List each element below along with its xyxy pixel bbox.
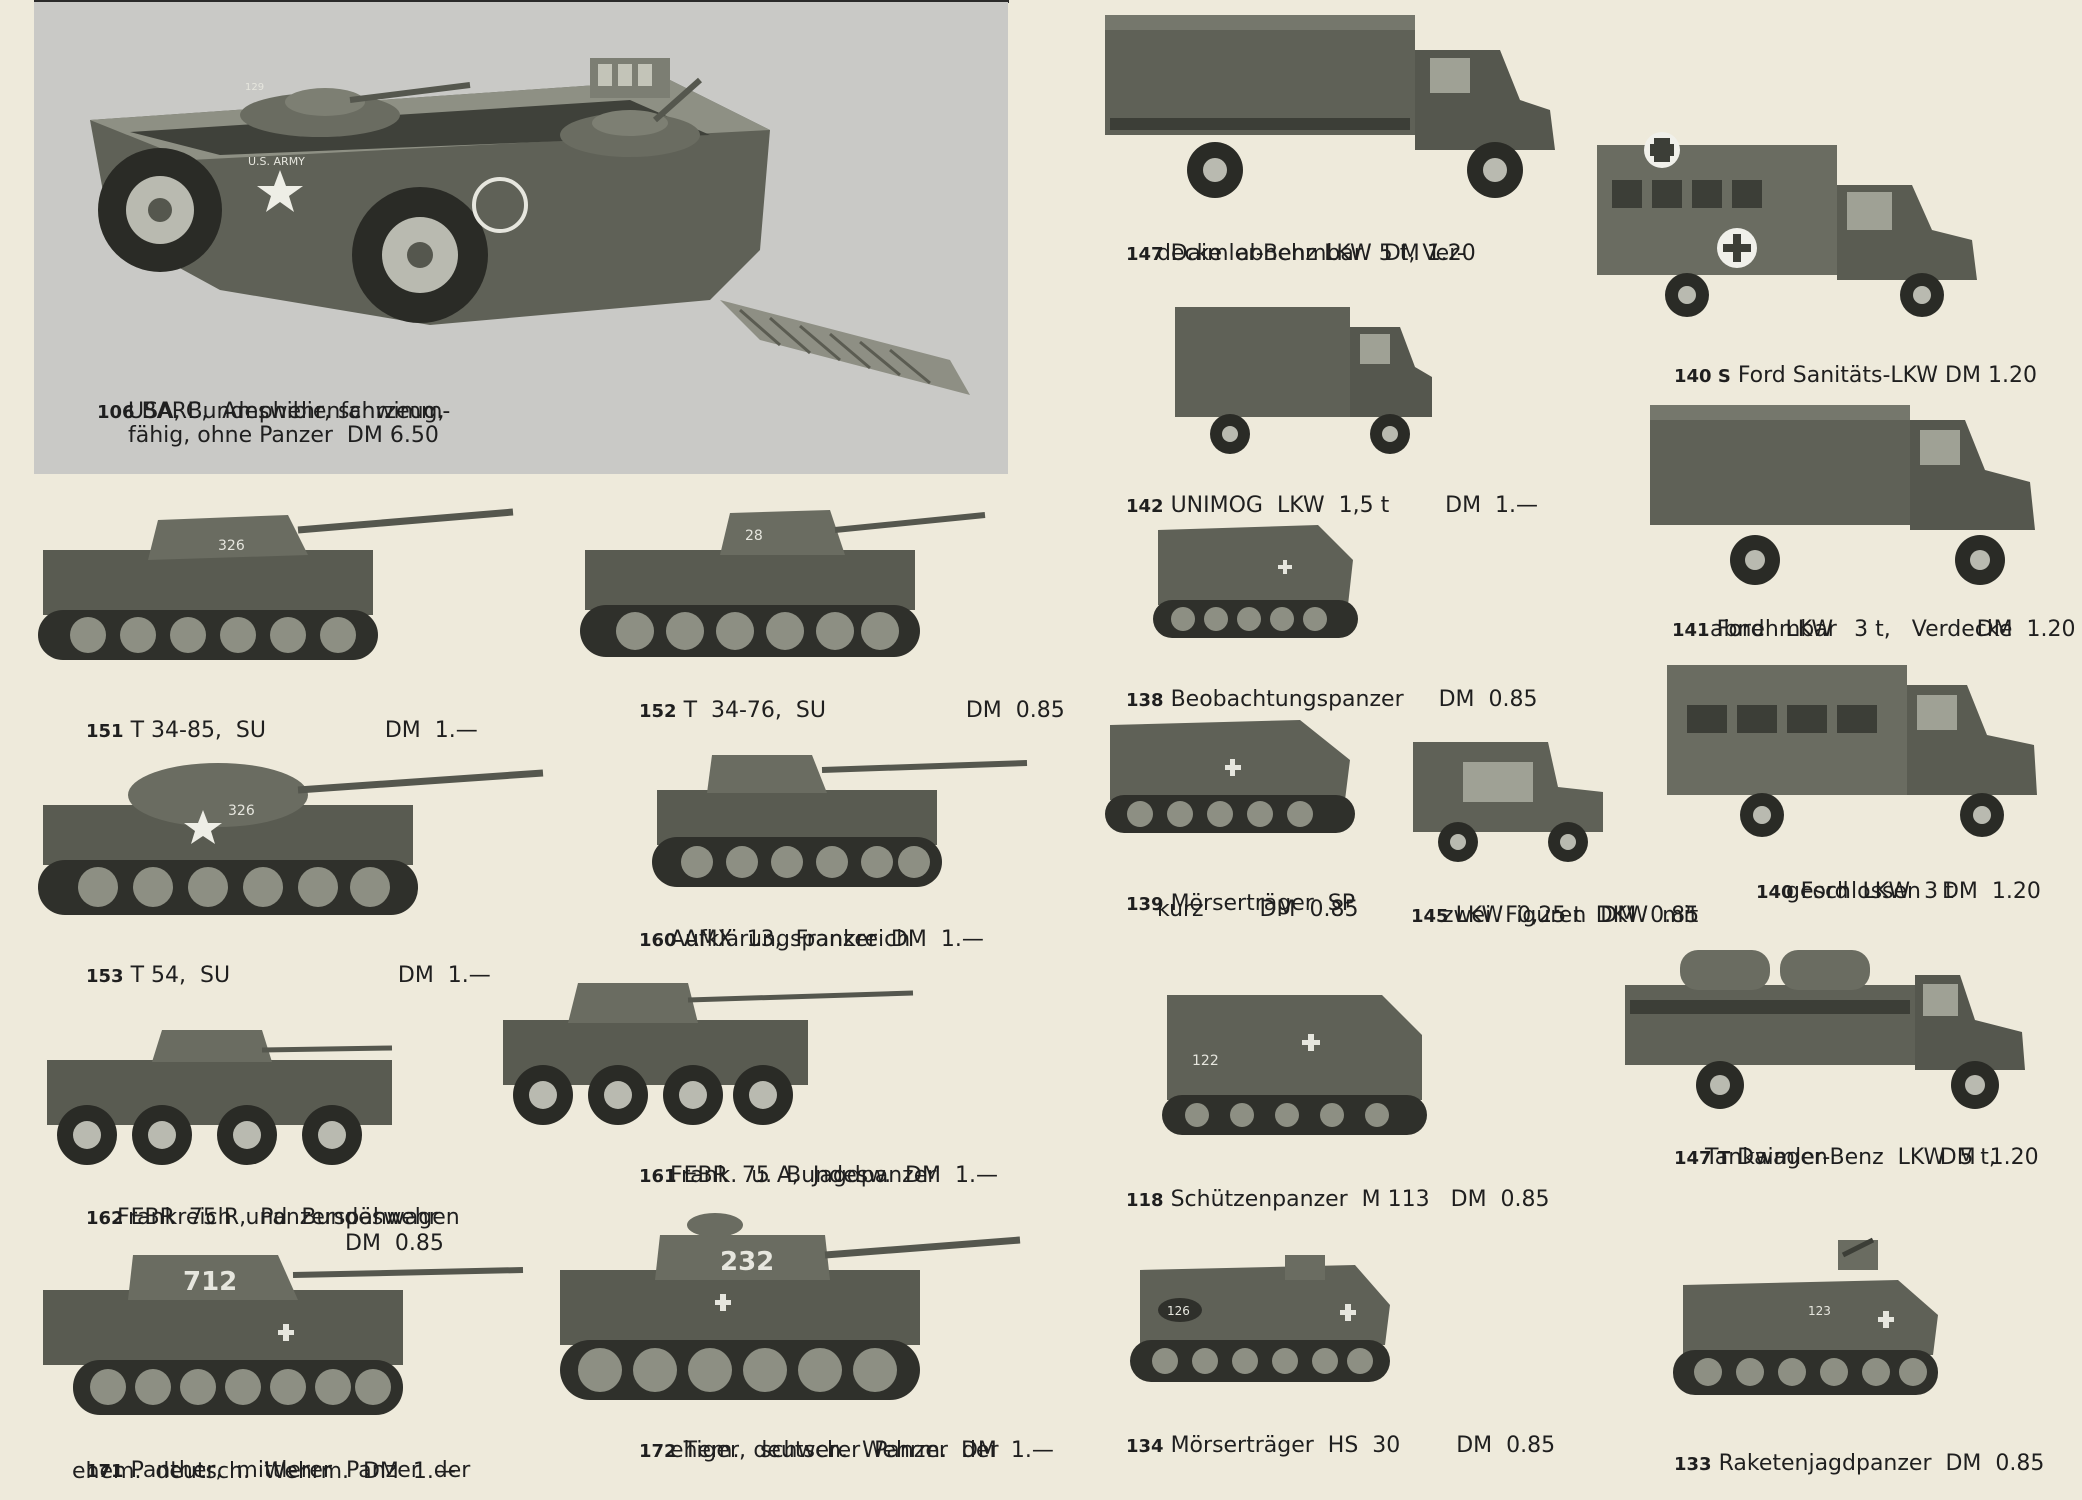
caption-141: 141 Ford LKW 3 t, Verdecke [1672,617,2013,642]
ebr-75a-image [498,975,918,1135]
caption-138: 138 Beobachtungspanzer DM 0.85 [1126,687,1538,712]
caption-171: 171 Panther, mittlerer Panzer der [86,1458,471,1483]
hs30-image: 126 [1125,1250,1395,1390]
caption-134: 134 Mörserträger HS 30 DM 0.85 [1126,1433,1556,1458]
caption-172-line2: ehem. deutsch. Wehrm. DM 1.— [670,1438,1054,1463]
tiger-number: 232 [720,1247,774,1277]
caption-118: 118 Schützenpanzer M 113 DM 0.85 [1126,1187,1550,1212]
caption-147t-line2: Tankwagen DM 1.20 [1705,1145,2039,1170]
panther-tank-image: 712 [38,1245,528,1425]
caption-160: 160 AMX 13, Frankreich [639,927,911,952]
daimler-benz-truck-image [1100,10,1560,200]
caption-140s: 140 S Ford Sanitäts-LKW DM 1.20 [1674,363,2037,388]
caption-147-line2: decke abnehmbar DM 1.20 [1157,241,1476,266]
beobachtungspanzer-image [1148,515,1368,645]
caption-172: 172 Tiger, schwerer Panzer der [639,1438,999,1463]
caption-162-line2: Frankreich und Bundeswehr [117,1205,438,1230]
caption-153: 153 T 54, SU DM 1.— [86,963,491,988]
caption-140-line2: geschlossen DM 1.20 [1786,879,2041,904]
barc-amphibian-image: U.S. ARMY 129 [70,40,970,400]
dkw-munga-image [1408,732,1608,867]
caption-161-line2: Frank. u. Bundesw. DM 1.— [670,1163,998,1188]
barc-tank-number: 129 [245,82,264,93]
unimog-truck-image [1170,302,1440,462]
caption-106: 106 BARC, Amphibienfahrzeug, [97,399,445,424]
caption-106-line2: USA, Bundeswehr, schwimm- [128,399,451,424]
caption-139-line2: kurz DM 0.85 [1157,897,1359,922]
panther-number: 712 [183,1267,237,1297]
caption-140: 140 Ford LKW 3 t [1756,879,1954,904]
caption-106-line3: fähig, ohne Panzer DM 6.50 [128,423,439,448]
caption-162-line3: DM 0.85 [345,1231,444,1256]
raketenjagdpanzer-image: 123 [1668,1235,1948,1405]
moerser-sp-image [1100,715,1360,840]
t34-76-number: 28 [745,528,763,544]
m113-number: 122 [1192,1053,1219,1069]
t54-tank-image: 326 [38,755,548,925]
caption-147t: 147 T Daimler-Benz LKW 5 t, [1674,1145,1996,1170]
caption-171-line2: ehem. deutsch. Wehrm. DM 1.— [72,1459,456,1484]
t34-85-tank-image: 326 [38,500,518,670]
caption-160-line2: Aufklärungspanzer DM 1.— [670,927,984,952]
caption-145-line2: zwei Figuren DM 0.85 [1442,903,1700,928]
ford-truck-closed-image [1662,660,2042,840]
tanker-truck-image [1620,940,2030,1110]
ebr-75r-image [42,1020,402,1170]
barc-marking: U.S. ARMY [248,155,305,168]
amx13-tank-image [652,745,1032,895]
hs30-number: 126 [1167,1304,1190,1318]
t34-76-tank-image: 28 [580,495,990,665]
caption-161: 161 EBR 75 A, Jagdpanzer [639,1163,937,1188]
caption-141-line2: abnehmbar DM 1.20 [1710,617,2076,642]
caption-145: 145 LKW 0,25 t DKW mit [1411,903,1699,928]
raketen-number: 123 [1808,1304,1831,1318]
ford-ambulance-image [1592,130,1982,320]
t54-number: 326 [228,803,255,819]
t34-85-number: 326 [218,538,245,554]
caption-152: 152 T 34-76, SU DM 0.85 [639,698,1065,723]
caption-142: 142 UNIMOG LKW 1,5 t DM 1.— [1126,493,1539,518]
caption-133: 133 Raketenjagdpanzer DM 0.85 [1674,1451,2045,1476]
tiger-tank-image: 232 [555,1200,1025,1410]
ford-truck-canvas-image [1645,400,2040,590]
caption-139: 139 Mörserträger SP [1126,891,1356,916]
caption-151: 151 T 34-85, SU DM 1.— [86,718,478,743]
top-rule [34,0,1009,3]
m113-apc-image: 122 [1152,985,1432,1145]
caption-162: 162 EBR 75 R, Panzerspähwagen [86,1205,460,1230]
caption-147: 147 Daimler-Benz LKW 5 t, Ver- [1126,241,1465,266]
